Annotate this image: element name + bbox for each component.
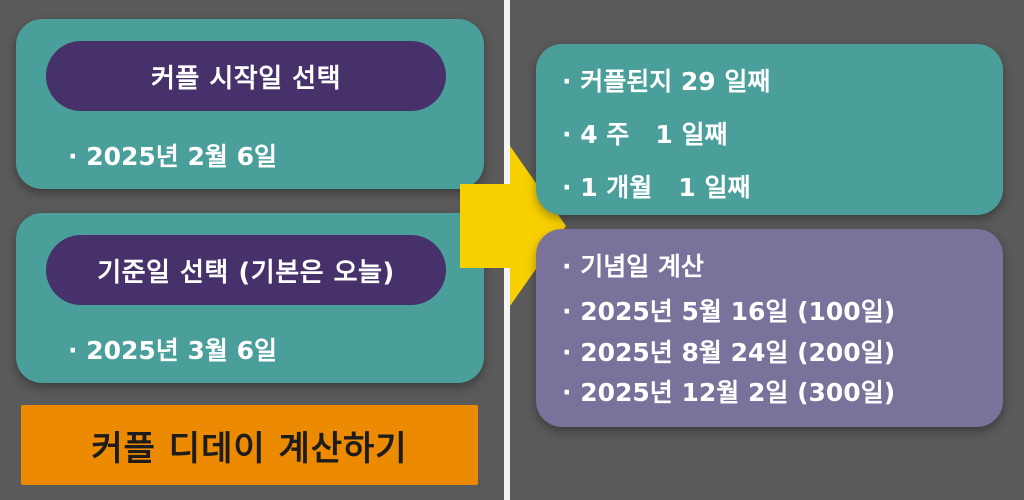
reference-date-value: · 2025년 3월 6일 <box>68 336 277 365</box>
select-start-date-button[interactable]: 커플 시작일 선택 <box>46 41 446 111</box>
select-reference-date-label: 기준일 선택 (기본은 오늘) <box>97 257 395 288</box>
calculate-dday-button[interactable]: 커플 디데이 계산하기 <box>21 405 478 485</box>
months-count: · 1 개월 1 일째 <box>562 173 751 202</box>
start-date-value: · 2025년 2월 6일 <box>68 142 277 171</box>
anniversary-100: · 2025년 5월 16일 (100일) <box>562 297 896 326</box>
calculate-dday-label: 커플 디데이 계산하기 <box>91 428 408 469</box>
select-start-date-label: 커플 시작일 선택 <box>150 63 342 94</box>
anniversary-300: · 2025년 12월 2일 (300일) <box>562 378 896 407</box>
select-reference-date-button[interactable]: 기준일 선택 (기본은 오늘) <box>46 235 446 305</box>
dday-result-card: · 커플된지 29 일째 · 4 주 1 일째 · 1 개월 1 일째 <box>536 44 1003 215</box>
anniversary-title: · 기념일 계산 <box>562 252 704 281</box>
days-count: · 커플된지 29 일째 <box>562 67 771 96</box>
weeks-count: · 4 주 1 일째 <box>562 120 728 149</box>
anniversary-card: · 기념일 계산 · 2025년 5월 16일 (100일) · 2025년 8… <box>536 229 1003 427</box>
reference-date-card: 기준일 선택 (기본은 오늘) · 2025년 3월 6일 <box>16 213 484 383</box>
arrow-right-icon <box>460 146 566 306</box>
start-date-card: 커플 시작일 선택 · 2025년 2월 6일 <box>16 19 484 189</box>
anniversary-200: · 2025년 8월 24일 (200일) <box>562 338 896 367</box>
